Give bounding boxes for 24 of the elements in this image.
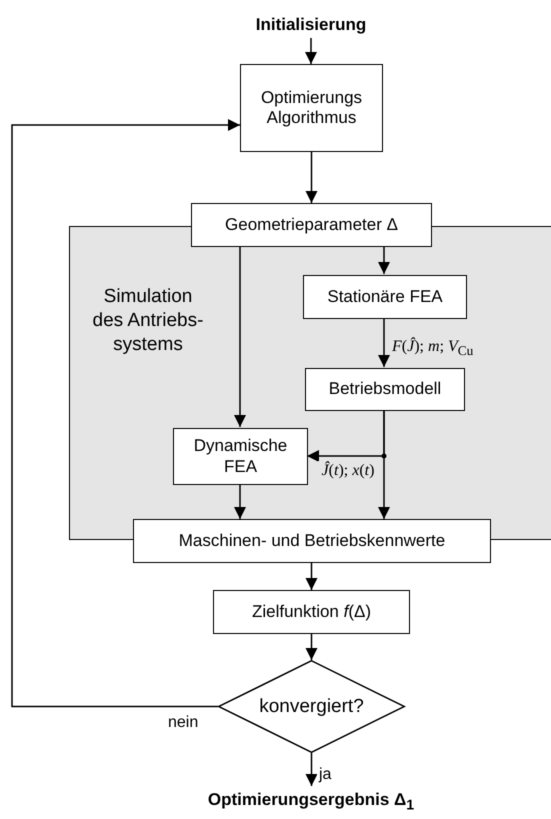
arrow (305, 38, 317, 64)
process-box: Maschinen- und Betriebskennwerte (133, 519, 491, 563)
process-box: Geometrieparameter Δ (191, 203, 432, 247)
arrow (234, 247, 246, 427)
arrow (378, 318, 390, 367)
arrow (234, 484, 246, 519)
edge-label: ja (317, 765, 334, 785)
decision-diamond (218, 660, 405, 753)
process-box: Dynamische FEA (173, 428, 308, 485)
terminal-label: Initialisierung (221, 12, 401, 38)
arrow (378, 410, 390, 519)
arrow (306, 634, 318, 660)
process-box: Zielfunktion f(Δ) (213, 590, 410, 634)
process-box: Stationäre FEA (303, 275, 467, 319)
process-box: Betriebsmodell (305, 368, 465, 411)
process-box: Optimierungs Algorithmus (240, 64, 383, 152)
arrow (378, 247, 390, 274)
panel-label: Simulation des Antriebs- systems (92, 285, 204, 356)
arrow (306, 753, 318, 786)
arrow (306, 563, 318, 590)
terminal-label: Optimierungsergebnis Δ$_{1}$ (131, 788, 491, 816)
arrow (306, 152, 318, 203)
decision-label: konvergiert? (259, 696, 364, 718)
arrow (11, 119, 240, 708)
